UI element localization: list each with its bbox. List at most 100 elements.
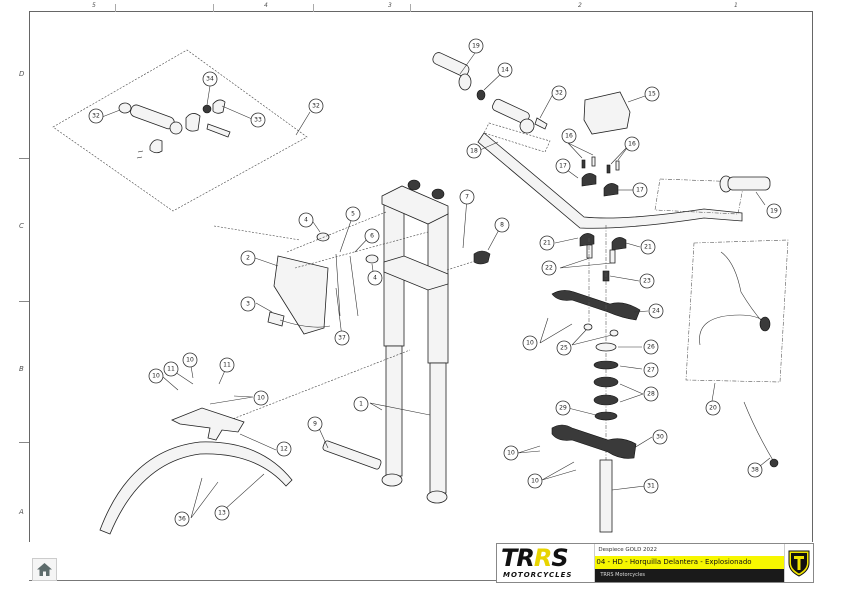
svg-text:10: 10 bbox=[507, 450, 515, 457]
callout-16: 16 bbox=[561, 128, 577, 144]
throttle-screws-part bbox=[136, 150, 144, 159]
svg-text:24: 24 bbox=[652, 308, 660, 315]
callout-4: 4 bbox=[298, 212, 314, 228]
leader-19b bbox=[755, 191, 766, 206]
bearing-seal-part bbox=[594, 411, 618, 421]
leader-23 bbox=[609, 275, 640, 282]
trrs-logo: TRRS MOTORCYCLES bbox=[497, 544, 596, 582]
column-label: 4 bbox=[264, 2, 268, 9]
title-info: Despiece GOLD 2022 04 - HD - Horquilla D… bbox=[595, 544, 785, 582]
svg-text:32: 32 bbox=[312, 103, 320, 110]
svg-text:19: 19 bbox=[472, 43, 480, 50]
callout-17: 17 bbox=[632, 182, 648, 198]
callout-10: 10 bbox=[253, 390, 269, 406]
spacer-22-part bbox=[586, 244, 593, 259]
callout-19: 19 bbox=[766, 203, 782, 219]
callout-10: 10 bbox=[503, 445, 519, 461]
svg-text:20: 20 bbox=[709, 405, 717, 412]
leader-19a bbox=[459, 52, 476, 75]
leader-32b bbox=[539, 93, 554, 119]
column-divider bbox=[115, 4, 116, 12]
leader-13 bbox=[222, 473, 265, 512]
clamp-bolts-part bbox=[581, 156, 620, 174]
callout-22: 22 bbox=[541, 260, 557, 276]
leader-18 bbox=[479, 141, 499, 151]
callout-33: 33 bbox=[250, 112, 266, 128]
throttle-housing-part bbox=[149, 113, 201, 154]
rubber-4b-part bbox=[365, 254, 379, 264]
callout-28: 28 bbox=[643, 386, 659, 402]
svg-text:16: 16 bbox=[628, 141, 636, 148]
svg-text:32: 32 bbox=[92, 113, 100, 120]
callout-3: 3 bbox=[240, 296, 256, 312]
svg-text:10: 10 bbox=[257, 395, 265, 402]
column-label: 5 bbox=[92, 2, 96, 9]
callout-11: 11 bbox=[219, 357, 235, 373]
callout-10: 10 bbox=[522, 335, 538, 351]
drawing-frame bbox=[29, 11, 813, 542]
leader-2 bbox=[254, 257, 279, 267]
callout-18: 18 bbox=[466, 143, 482, 159]
switch-group-boundary bbox=[685, 239, 789, 383]
svg-text:21: 21 bbox=[543, 240, 551, 247]
svg-text:32: 32 bbox=[555, 90, 563, 97]
svg-text:15: 15 bbox=[648, 91, 656, 98]
svg-text:19: 19 bbox=[770, 208, 778, 215]
svg-text:10: 10 bbox=[186, 357, 194, 364]
throttle-cable-guide-part bbox=[206, 123, 231, 138]
row-label: A bbox=[19, 508, 24, 516]
callout-29: 29 bbox=[555, 400, 571, 416]
leader-22 bbox=[559, 257, 613, 269]
leader-29 bbox=[567, 407, 597, 416]
svg-text:31: 31 bbox=[647, 483, 655, 490]
leader-34 bbox=[206, 85, 211, 106]
switch-cable-part bbox=[699, 251, 769, 346]
shield-icon bbox=[788, 550, 810, 577]
handlebar-part bbox=[477, 132, 743, 229]
trrs-shield-logo bbox=[784, 544, 813, 582]
leader-10a bbox=[539, 317, 573, 344]
callout-24: 24 bbox=[648, 303, 664, 319]
catalog-name: Despiece GOLD 2022 bbox=[598, 547, 658, 553]
leader-28 bbox=[619, 383, 644, 403]
callout-10: 10 bbox=[182, 352, 198, 368]
throttle-cam-part bbox=[212, 99, 226, 114]
throttle-group-boundary bbox=[52, 49, 308, 212]
svg-text:10: 10 bbox=[531, 478, 539, 485]
callout-1: 1 bbox=[353, 396, 369, 412]
callout-14: 14 bbox=[497, 62, 513, 78]
home-button[interactable] bbox=[32, 558, 57, 581]
row-label: D bbox=[19, 70, 25, 78]
column-divider bbox=[313, 4, 314, 12]
switch-body-part bbox=[759, 316, 771, 332]
nut-25a-part bbox=[583, 323, 593, 331]
svg-text:1: 1 bbox=[359, 401, 363, 408]
leader-15 bbox=[627, 95, 646, 103]
home-icon bbox=[37, 563, 52, 576]
callout-13: 13 bbox=[214, 505, 230, 521]
callout-12: 12 bbox=[276, 441, 292, 457]
handlebar-grip-zone bbox=[483, 122, 551, 153]
right-grip-zone bbox=[654, 178, 745, 215]
callout-2: 2 bbox=[240, 250, 256, 266]
svg-text:30: 30 bbox=[656, 434, 664, 441]
svg-text:27: 27 bbox=[647, 367, 655, 374]
svg-text:22: 22 bbox=[545, 265, 553, 272]
fork-upper-crown-part bbox=[381, 179, 449, 225]
callout-16: 16 bbox=[624, 136, 640, 152]
svg-text:12: 12 bbox=[280, 446, 288, 453]
throttle-ring-part bbox=[118, 102, 132, 114]
leader-10d bbox=[162, 376, 179, 391]
leader-25 bbox=[571, 329, 613, 346]
callout-36: 36 bbox=[174, 511, 190, 527]
headlight-wire-5-part bbox=[335, 253, 341, 317]
svg-text:10: 10 bbox=[152, 373, 160, 380]
leader-10f bbox=[209, 395, 254, 405]
callout-10: 10 bbox=[148, 368, 164, 384]
leader-32a bbox=[295, 111, 311, 136]
headlight-wire-6-part bbox=[349, 255, 359, 317]
svg-text:28: 28 bbox=[647, 391, 655, 398]
leader-7 bbox=[462, 197, 468, 249]
throttle-grip-part bbox=[130, 104, 183, 135]
